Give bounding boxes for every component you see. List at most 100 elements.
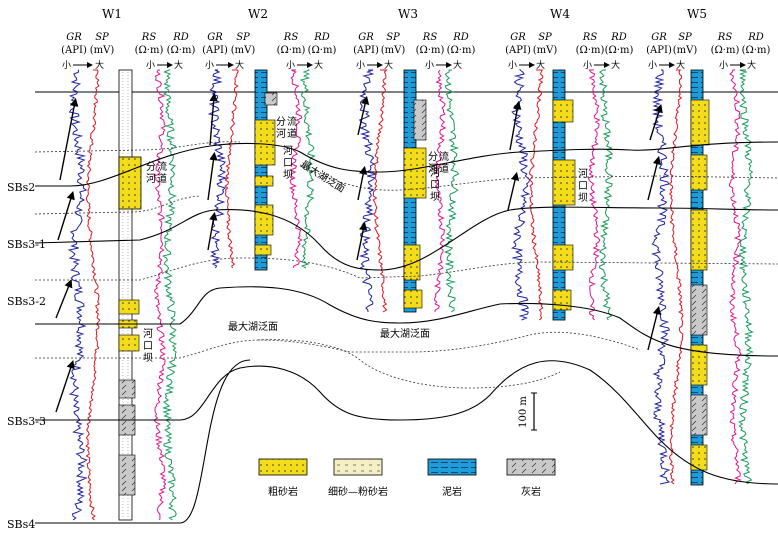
scale-small: 小 bbox=[146, 60, 155, 71]
rs-label: RS bbox=[283, 32, 299, 43]
sp-curve bbox=[85, 69, 101, 521]
scale-small: 小 bbox=[425, 60, 434, 71]
well-header-w1: W1 GR SP (API) (mV) RS RD (Ω·m) (Ω·m) bbox=[61, 7, 195, 56]
sp-label: SP bbox=[678, 32, 692, 43]
scale-large: 大 bbox=[611, 59, 620, 71]
scale-indicator: 小 大 bbox=[146, 59, 183, 71]
sp-unit: (mV) bbox=[533, 45, 558, 56]
mouth-bar-label: 河口坝 bbox=[430, 167, 440, 203]
well-header-w5: W5 GR SP (API) (mV) RS RD (Ω·m) (Ω·m) bbox=[646, 7, 770, 56]
sp-curve bbox=[668, 69, 684, 485]
gr-curve bbox=[510, 69, 531, 321]
sp-label: SP bbox=[538, 32, 552, 43]
well-name: W3 bbox=[398, 7, 418, 21]
lithology-column-w4 bbox=[552, 69, 576, 321]
lithology-column-w2 bbox=[254, 69, 278, 271]
scale-small: 小 bbox=[205, 60, 214, 71]
sp-unit: (mV) bbox=[673, 45, 698, 56]
sp-unit: (mV) bbox=[381, 45, 406, 56]
scale-indicator: 小 大 bbox=[425, 59, 462, 71]
scale-small: 小 bbox=[286, 60, 295, 71]
scale-large: 大 bbox=[174, 59, 183, 71]
scale-small: 小 bbox=[62, 60, 71, 71]
scale-small: 小 bbox=[719, 60, 728, 71]
lithology-columns bbox=[118, 69, 710, 521]
scale-bar-label: 100 m bbox=[518, 396, 529, 428]
gr-label: GR bbox=[66, 32, 82, 43]
sbs3-2-boundary bbox=[35, 286, 778, 357]
distributary-channel-label: 分流河道 bbox=[146, 160, 167, 185]
gr-curve bbox=[67, 69, 88, 521]
scale-indicator: 小 大 bbox=[719, 59, 756, 71]
gr-unit: (API) bbox=[646, 45, 672, 56]
gr-unit: (API) bbox=[505, 45, 531, 56]
rd-label: RD bbox=[747, 32, 764, 43]
scale-small: 小 bbox=[508, 60, 517, 71]
gr-label: GR bbox=[510, 32, 526, 43]
rd-curve bbox=[738, 69, 754, 485]
scale-large: 大 bbox=[536, 59, 545, 71]
sbs2-boundary bbox=[35, 141, 778, 187]
sbs4-boundary bbox=[35, 359, 251, 524]
well-header-w2: W2 GR SP (API) (mV) RS RD (Ω·m) (Ω·m) bbox=[202, 7, 336, 56]
boundary-label-sbs3-2: SBs3-2 bbox=[7, 295, 46, 308]
correlation-lines bbox=[34, 141, 778, 524]
sp-label: SP bbox=[236, 32, 250, 43]
rd-unit: (Ω·m) bbox=[447, 45, 476, 56]
rd-unit: (Ω·m) bbox=[308, 45, 337, 56]
sp-label: SP bbox=[95, 32, 109, 43]
sp-unit: (mV) bbox=[90, 45, 115, 56]
rs-label: RS bbox=[141, 32, 157, 43]
rs-label: RS bbox=[582, 32, 598, 43]
gr-label: GR bbox=[651, 32, 667, 43]
sp-curve bbox=[529, 69, 544, 321]
rd-curve bbox=[443, 69, 460, 313]
scale-large: 大 bbox=[453, 59, 462, 71]
rs-label: RS bbox=[717, 32, 733, 43]
sp-label: SP bbox=[386, 32, 400, 43]
legend-item-fine-siltstone: 细砂—粉砂岩 bbox=[328, 458, 388, 498]
sp-curve bbox=[372, 69, 388, 313]
rs-curve bbox=[433, 69, 447, 313]
sbs3-1-boundary bbox=[34, 206, 778, 271]
scale-indicator: 小 大 bbox=[286, 59, 323, 71]
well-name: W5 bbox=[687, 7, 707, 21]
scale-large: 大 bbox=[235, 59, 244, 71]
mouth-bar-label: 河口坝 bbox=[283, 145, 293, 181]
rs-unit: (Ω·m) bbox=[576, 45, 605, 56]
scale-indicator: 小 大 bbox=[508, 59, 545, 71]
well-name: W2 bbox=[248, 7, 268, 21]
boundary-label-sbs3-3: SBs3-3 bbox=[7, 415, 46, 428]
rd-label: RD bbox=[313, 32, 330, 43]
scale-large: 大 bbox=[95, 59, 104, 71]
boundary-label-sbs4: SBs4 bbox=[7, 518, 35, 531]
rs-unit: (Ω·m) bbox=[711, 45, 740, 56]
rd-unit: (Ω·m) bbox=[167, 45, 196, 56]
scale-indicators: 小 大 小 大 小 大 小 大 小 大 小 大 小 bbox=[62, 59, 756, 71]
rs-label: RS bbox=[422, 32, 438, 43]
gr-curve bbox=[651, 69, 671, 485]
distributary-channel-label: 分流河道 bbox=[428, 150, 449, 175]
max-flooding-label: 最大湖泛面 bbox=[228, 320, 278, 333]
max-flooding-label: 最大湖泛面 bbox=[380, 327, 430, 340]
rs-curve bbox=[288, 69, 303, 269]
distributary-channel-label: 分流河道 bbox=[276, 115, 297, 140]
boundary-label-sbs2: SBs2 bbox=[7, 181, 35, 194]
scale-large: 大 bbox=[384, 59, 393, 71]
legend-item-coarse-sandstone: 粗砂岩 bbox=[258, 458, 308, 498]
dotted-surfaces bbox=[34, 141, 778, 389]
well-name: W1 bbox=[102, 7, 122, 21]
legend: 粗砂岩 细砂—粉砂岩 泥岩 灰岩 bbox=[258, 458, 556, 498]
scale-small: 小 bbox=[356, 60, 365, 71]
legend-label: 泥岩 bbox=[442, 485, 462, 498]
rd-curve bbox=[299, 69, 316, 269]
scale-small: 小 bbox=[648, 60, 657, 71]
rd-curve bbox=[598, 69, 614, 321]
sp-unit: (mV) bbox=[231, 45, 256, 56]
legend-label: 灰岩 bbox=[521, 485, 541, 498]
rd-curve bbox=[161, 69, 177, 521]
legend-item-mudstone: 泥岩 bbox=[427, 458, 477, 498]
well-name: W4 bbox=[550, 7, 570, 21]
rd-unit: (Ω·m) bbox=[605, 45, 634, 56]
